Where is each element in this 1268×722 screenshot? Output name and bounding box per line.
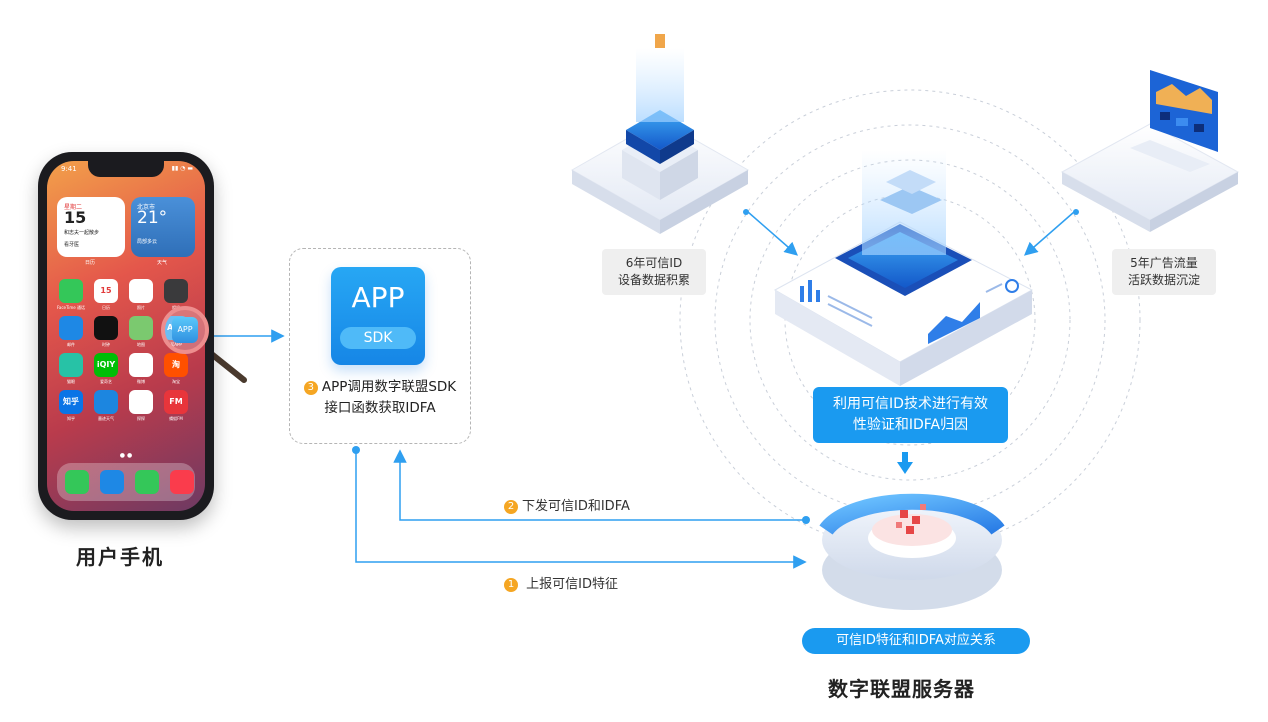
dock-app-icon[interactable] — [135, 470, 159, 494]
left-module-label-line1: 6年可信ID — [625, 256, 683, 270]
banner-line1: 利用可信ID技术进行有效 — [833, 396, 988, 412]
dock-app-icon[interactable] — [100, 470, 124, 494]
left-module-label-line2: 设备数据积累 — [617, 273, 690, 287]
app-icon[interactable]: iQIY — [94, 353, 118, 377]
app-label: 知乎 — [67, 416, 75, 421]
sdk-caption-line1: APP调用数字联盟SDK — [321, 379, 457, 395]
app-label: 爱奇艺 — [100, 379, 112, 384]
flow-label-report: 1 上报可信ID特征 — [504, 573, 618, 592]
app-label: 邮件 — [67, 342, 75, 347]
calendar-widget: 星期二 15 和志夫一起散步 看牙医 — [57, 197, 125, 257]
app-icon[interactable] — [59, 316, 83, 340]
app-label: 日历 — [102, 305, 110, 310]
flow-report-text: 上报可信ID特征 — [526, 577, 618, 592]
verification-banner: 利用可信ID技术进行有效 性验证和IDFA归因 — [813, 387, 1008, 443]
weather-widget: 北京市 21° 局部多云 — [131, 197, 195, 257]
banner-down-arrow-head — [897, 462, 913, 474]
right-module-label-line2: 活跃数据沉淀 — [1127, 273, 1200, 287]
app-icon[interactable]: 15 — [94, 279, 118, 303]
sdk-panel — [289, 248, 471, 444]
left-module-label: 6年可信ID 设备数据积累 — [602, 249, 706, 295]
step-badge: 1 — [504, 578, 518, 592]
ring-outer — [679, 89, 1141, 551]
app-label: 猫眼 — [67, 379, 75, 384]
app-label: 时钟 — [102, 342, 110, 347]
calendar-weekday: 星期二 — [64, 204, 83, 211]
app-icon[interactable] — [129, 316, 153, 340]
calendar-widget-label: 日历 — [85, 260, 96, 266]
calendar-event: 和志夫一起散步 — [64, 230, 100, 236]
app-label: 微博 — [137, 379, 145, 384]
phone-dock — [57, 463, 195, 501]
dock-app-icon[interactable] — [170, 470, 194, 494]
server-caption: 数字联盟服务器 — [828, 677, 975, 701]
step-badge: 3 — [303, 381, 318, 395]
right-module-label-line1: 5年广告流量 — [1130, 256, 1198, 270]
weather-widget-label: 天气 — [157, 260, 168, 266]
status-icons: ▮▮ ◔ ▬ — [171, 165, 193, 172]
app-icon[interactable] — [59, 353, 83, 377]
flow-label-issue: 2 下发可信ID和IDFA — [504, 495, 630, 514]
magnified-app-icon[interactable]: APP — [172, 317, 198, 343]
magnifier-lens — [161, 306, 209, 354]
app-label: 地图 — [137, 342, 145, 347]
app-icon[interactable]: FM — [164, 390, 188, 414]
central-server — [773, 150, 1034, 386]
app-sdk-icon: APP SDK — [331, 267, 425, 365]
phone-notch — [88, 161, 164, 177]
flow-issue-text: 下发可信ID和IDFA — [522, 499, 630, 514]
app-icon[interactable] — [164, 279, 188, 303]
app-icon[interactable] — [59, 279, 83, 303]
sdk-label: SDK — [340, 327, 416, 349]
right-data-module — [1060, 70, 1240, 232]
relation-pill: 可信ID特征和IDFA对应关系 — [802, 628, 1030, 654]
calendar-event: 看牙医 — [64, 242, 80, 248]
left-module-line — [747, 211, 799, 256]
app-label: 淘宝 — [172, 379, 180, 384]
app-title: APP — [351, 281, 405, 314]
weather-desc: 局部多云 — [137, 239, 158, 245]
connectors — [214, 211, 1075, 569]
app-label: 墨迹天气 — [98, 416, 114, 421]
right-module-line — [1023, 211, 1075, 256]
weather-temperature: 21° — [137, 208, 168, 228]
app-label: 蜻蜓FM — [169, 416, 183, 421]
app-icon[interactable] — [94, 316, 118, 340]
app-label: FaceTime 通话 — [56, 305, 86, 310]
flow-issue-line — [393, 449, 806, 521]
app-icon[interactable]: 淘 — [164, 353, 188, 377]
app-icon[interactable] — [94, 390, 118, 414]
status-time: 9:41 — [61, 165, 77, 173]
right-module-label: 5年广告流量 活跃数据沉淀 — [1112, 249, 1216, 295]
phone-caption: 用户手机 — [76, 545, 164, 569]
page-dots: ● ● — [119, 452, 133, 459]
step-badge: 2 — [504, 500, 518, 514]
app-label: 照片 — [137, 305, 145, 310]
ring-2 — [714, 124, 1106, 516]
left-data-module — [570, 34, 750, 234]
app-icon[interactable] — [129, 390, 153, 414]
dock-app-icon[interactable] — [65, 470, 89, 494]
weather-city: 北京市 — [137, 204, 156, 211]
app-icon[interactable] — [129, 279, 153, 303]
calendar-date: 15 — [64, 208, 87, 227]
app-icon[interactable]: 知乎 — [59, 390, 83, 414]
flow-report-line — [355, 450, 807, 569]
database-disk — [819, 493, 1005, 610]
app-label: 探探 — [137, 416, 145, 421]
sdk-caption-line2: 接口函数获取IDFA — [324, 400, 436, 416]
banner-line2: 性验证和IDFA归因 — [852, 417, 969, 433]
app-icon[interactable] — [129, 353, 153, 377]
ring-3 — [749, 159, 1071, 481]
